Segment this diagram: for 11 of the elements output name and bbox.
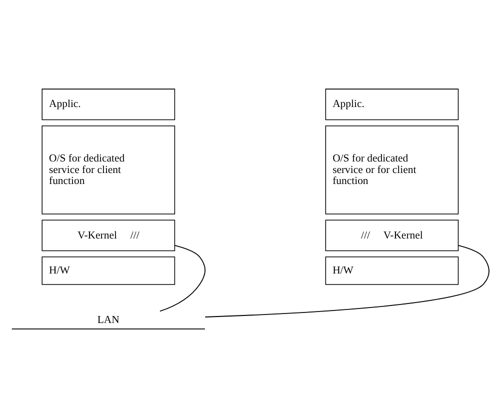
node-box: H/W [325, 256, 459, 284]
node-box: Applic. [42, 88, 176, 120]
node-box: /// V-Kernel [325, 219, 459, 251]
connector [160, 244, 206, 312]
connector [204, 244, 490, 317]
node-box: Applic. [325, 88, 459, 120]
node-text: LAN [97, 313, 120, 326]
node-box: V-Kernel /// [42, 219, 176, 251]
node-box: O/S for dedicated service for client function [42, 124, 176, 214]
node-box: O/S for dedicated service or for client function [325, 124, 459, 214]
node-box: H/W [42, 256, 176, 284]
